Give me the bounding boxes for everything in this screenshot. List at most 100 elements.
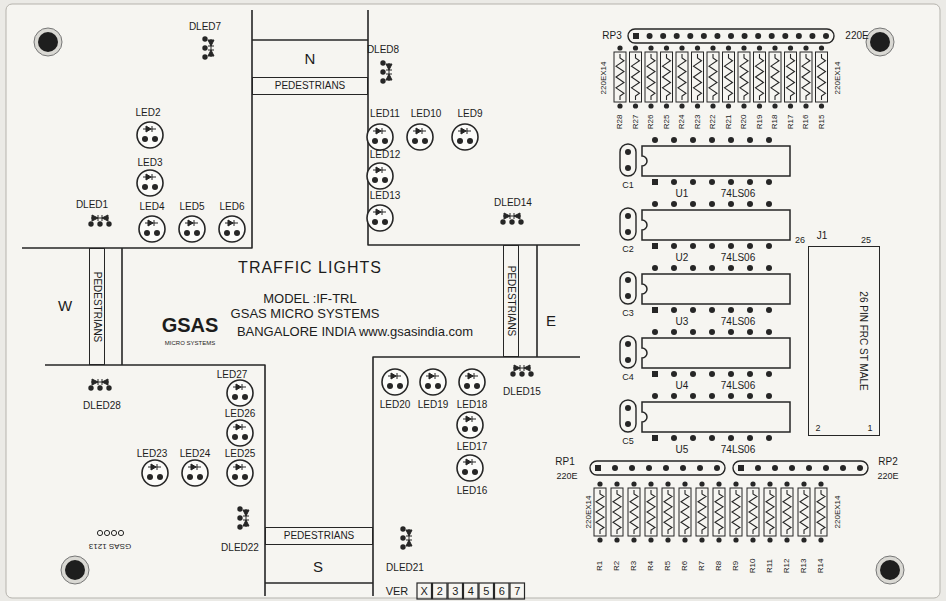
resistor-pad: [648, 481, 653, 486]
resistor-outline: [764, 488, 776, 536]
bicolor-led-footprint: [380, 60, 392, 83]
led-pad: [510, 371, 515, 376]
ic-pin: [652, 265, 658, 271]
resistor-symbol: [740, 54, 748, 100]
resistor-pad: [803, 45, 808, 50]
ic-pin: [728, 243, 734, 249]
resistor-designator: R18: [771, 115, 779, 130]
resistor-pad: [695, 45, 700, 50]
ic-pin: [747, 137, 753, 143]
capacitor-outline: [620, 272, 636, 304]
resistor-pack-pin: [646, 465, 652, 471]
led-outline: [420, 369, 446, 395]
resistor-pack-pin: [782, 33, 788, 39]
ic-pin: [709, 265, 715, 271]
resistor-pack-pin: [742, 33, 748, 39]
bicolor-led-symbol: [208, 39, 214, 57]
capacitor-pad: [625, 165, 631, 171]
bicolor-led-footprint: [237, 506, 249, 529]
ic-outline: [642, 338, 790, 368]
resistor-symbol: [709, 54, 717, 100]
led-pad: [224, 230, 230, 236]
led-pad: [194, 230, 200, 236]
ic-pin: [652, 435, 658, 441]
led-designator: DLED15: [503, 387, 541, 397]
ic-pin: [709, 371, 715, 377]
resistor-pad: [617, 45, 622, 50]
board-code-symbol: [118, 530, 123, 535]
ic-pin: [766, 179, 772, 185]
bicolor-led-symbol: [503, 213, 521, 219]
led-pad: [152, 184, 158, 190]
resistor-pad: [631, 481, 636, 486]
resistor-pad: [788, 45, 793, 50]
mounting-hole: [65, 560, 85, 580]
resistor-pack-pin: [738, 465, 744, 471]
resistor-value: 220EX14: [834, 496, 842, 529]
led-outline: [219, 216, 245, 242]
resistor-pack-pin: [701, 33, 707, 39]
resistor-outline: [730, 488, 742, 536]
resistor-designator: R24: [678, 115, 686, 130]
resistor-pad: [648, 103, 653, 108]
capacitor-pad: [625, 341, 631, 347]
version-box: [433, 583, 448, 599]
resistor-pack-designator: RP1: [555, 457, 574, 467]
led-footprint: [457, 412, 483, 438]
led-pad: [242, 394, 248, 400]
led-symbol: [465, 373, 478, 379]
resistor-pack-pin: [755, 465, 761, 471]
version-digit: X: [421, 586, 428, 597]
pedestrian-crossing: PEDESTRIANS: [89, 248, 105, 365]
led-pad: [202, 45, 207, 50]
resistor-pad: [597, 537, 602, 542]
mounting-hole: [38, 32, 58, 52]
ic-part-number: 74LS06: [721, 189, 755, 199]
bicolor-led-footprint: [202, 36, 214, 59]
led-designator: LED13: [370, 191, 401, 201]
resistor-designator: R14: [817, 559, 825, 574]
led-outline: [457, 455, 483, 481]
resistor-pack-pin: [595, 465, 601, 471]
bicolor-led-symbol: [406, 529, 412, 547]
resistor-pad: [772, 103, 777, 108]
version-box: [495, 583, 510, 599]
resistor-pad: [757, 103, 762, 108]
led-outline: [227, 460, 253, 486]
led-designator: LED20: [380, 400, 411, 410]
led-footprint: [227, 460, 253, 486]
led-pad: [382, 177, 388, 183]
version-box: [479, 583, 494, 599]
resistor-pad: [767, 481, 772, 486]
resistor-designator: R21: [725, 115, 733, 130]
ic-pin: [728, 179, 734, 185]
resistor-pack-pin: [823, 33, 829, 39]
led-pad: [234, 230, 240, 236]
led-designator: LED26: [225, 409, 256, 419]
ic-pin: [709, 307, 715, 313]
capacitor-outline: [620, 144, 636, 176]
led-pad: [400, 526, 405, 531]
resistor-outline: [798, 488, 810, 536]
led-symbol: [143, 126, 156, 132]
ic-designator: U1: [676, 189, 689, 199]
led-pad: [435, 383, 441, 389]
resistor-pad: [665, 481, 670, 486]
crossing-line: [121, 248, 123, 365]
led-symbol: [225, 220, 238, 226]
led-designator: DLED1: [76, 200, 108, 210]
led-pad: [88, 385, 93, 390]
ic-pin: [728, 393, 734, 399]
ic-pin: [690, 201, 696, 207]
resistor-symbol: [596, 490, 604, 534]
resistor-pad: [695, 103, 700, 108]
led-pad: [457, 138, 463, 144]
resistor-symbol: [802, 54, 810, 100]
led-symbol: [413, 128, 426, 134]
led-pad: [382, 219, 388, 225]
ic-pin: [671, 329, 677, 335]
capacitor-designator: C3: [622, 309, 634, 318]
led-footprint: [137, 170, 163, 196]
resistor-pad: [818, 481, 823, 486]
